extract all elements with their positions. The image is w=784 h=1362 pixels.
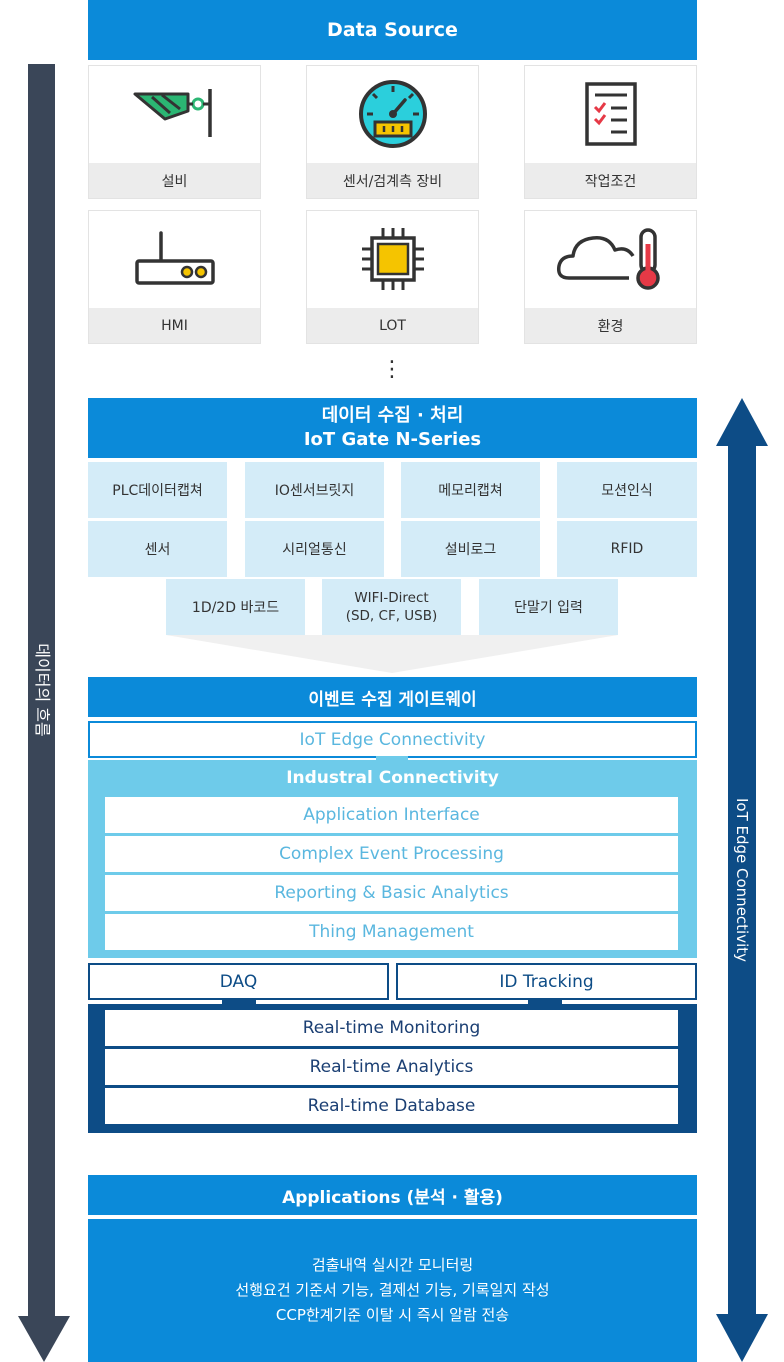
checklist-icon: [525, 66, 696, 162]
edge-connectivity-box: IoT Edge Connectivity: [88, 721, 697, 758]
collection-item: 설비로그: [401, 521, 540, 577]
router-icon: [89, 211, 260, 307]
funnel-arrow: [166, 635, 618, 673]
industrial-row: Reporting & Basic Analytics: [105, 875, 678, 911]
card-hmi: HMI: [88, 210, 261, 344]
card-label: HMI: [89, 308, 260, 343]
card-work-conditions: 작업조건: [524, 65, 697, 199]
card-environment: 환경: [524, 210, 697, 344]
applications-line: CCP한계기준 이탈 시 즉시 알람 전송: [275, 1306, 510, 1324]
applications-header: Applications (분석 · 활용): [88, 1175, 697, 1215]
industrial-row: Thing Management: [105, 914, 678, 950]
collection-item: IO센서브릿지: [245, 462, 384, 518]
chip-icon: [307, 211, 478, 307]
data-source-header: Data Source: [88, 0, 697, 60]
card-label: LOT: [307, 308, 478, 343]
realtime-row: Real-time Monitoring: [105, 1010, 678, 1046]
card-sensor: 센서/검계측 장비: [306, 65, 479, 199]
collection-title-line2: IoT Gate N-Series: [303, 429, 482, 450]
applications-line: 선행요건 기준서 기능, 결제선 기능, 기록일지 작성: [235, 1281, 550, 1299]
card-label: 설비: [89, 163, 260, 198]
id-tracking-box: ID Tracking: [396, 963, 697, 1000]
realtime-row: Real-time Database: [105, 1088, 678, 1124]
industrial-title: Industral Connectivity: [286, 768, 499, 788]
collection-item: 단말기 입력: [479, 579, 618, 635]
more-indicator: ⋮: [381, 356, 403, 382]
industrial-row: Complex Event Processing: [105, 836, 678, 872]
card-lot: LOT: [306, 210, 479, 344]
applications-body: 검출내역 실시간 모니터링 선행요건 기준서 기능, 결제선 기능, 기록일지 …: [88, 1219, 697, 1362]
collection-item: 모션인식: [557, 462, 697, 518]
collection-header: 데이터 수집 · 처리 IoT Gate N-Series: [88, 398, 697, 458]
collection-title-line1: 데이터 수집 · 처리: [321, 405, 464, 426]
collection-item: 1D/2D 바코드: [166, 579, 305, 635]
collection-item: 메모리캡쳐: [401, 462, 540, 518]
card-label: 센서/검계측 장비: [307, 163, 478, 198]
collection-item: 시리얼통신: [245, 521, 384, 577]
collection-item: RFID: [557, 521, 697, 577]
card-label: 작업조건: [525, 163, 696, 198]
collection-item: 센서: [88, 521, 227, 577]
applications-line: 검출내역 실시간 모니터링: [311, 1256, 474, 1274]
realtime-row: Real-time Analytics: [105, 1049, 678, 1085]
camera-icon: [89, 66, 260, 162]
industrial-row: Application Interface: [105, 797, 678, 833]
collection-item: PLC데이터캡쳐: [88, 462, 227, 518]
collection-item: WIFI-Direct (SD, CF, USB): [322, 579, 461, 635]
data-flow-arrow: [18, 64, 70, 1362]
daq-box: DAQ: [88, 963, 389, 1000]
gauge-icon: [307, 66, 478, 162]
card-label: 환경: [525, 308, 696, 343]
connector: [222, 998, 256, 1006]
card-equipment: 설비: [88, 65, 261, 199]
connectivity-arrow: [716, 398, 768, 1362]
gateway-header: 이벤트 수집 게이트웨이: [88, 677, 697, 717]
weather-thermometer-icon: [525, 211, 696, 307]
connector: [528, 998, 562, 1006]
